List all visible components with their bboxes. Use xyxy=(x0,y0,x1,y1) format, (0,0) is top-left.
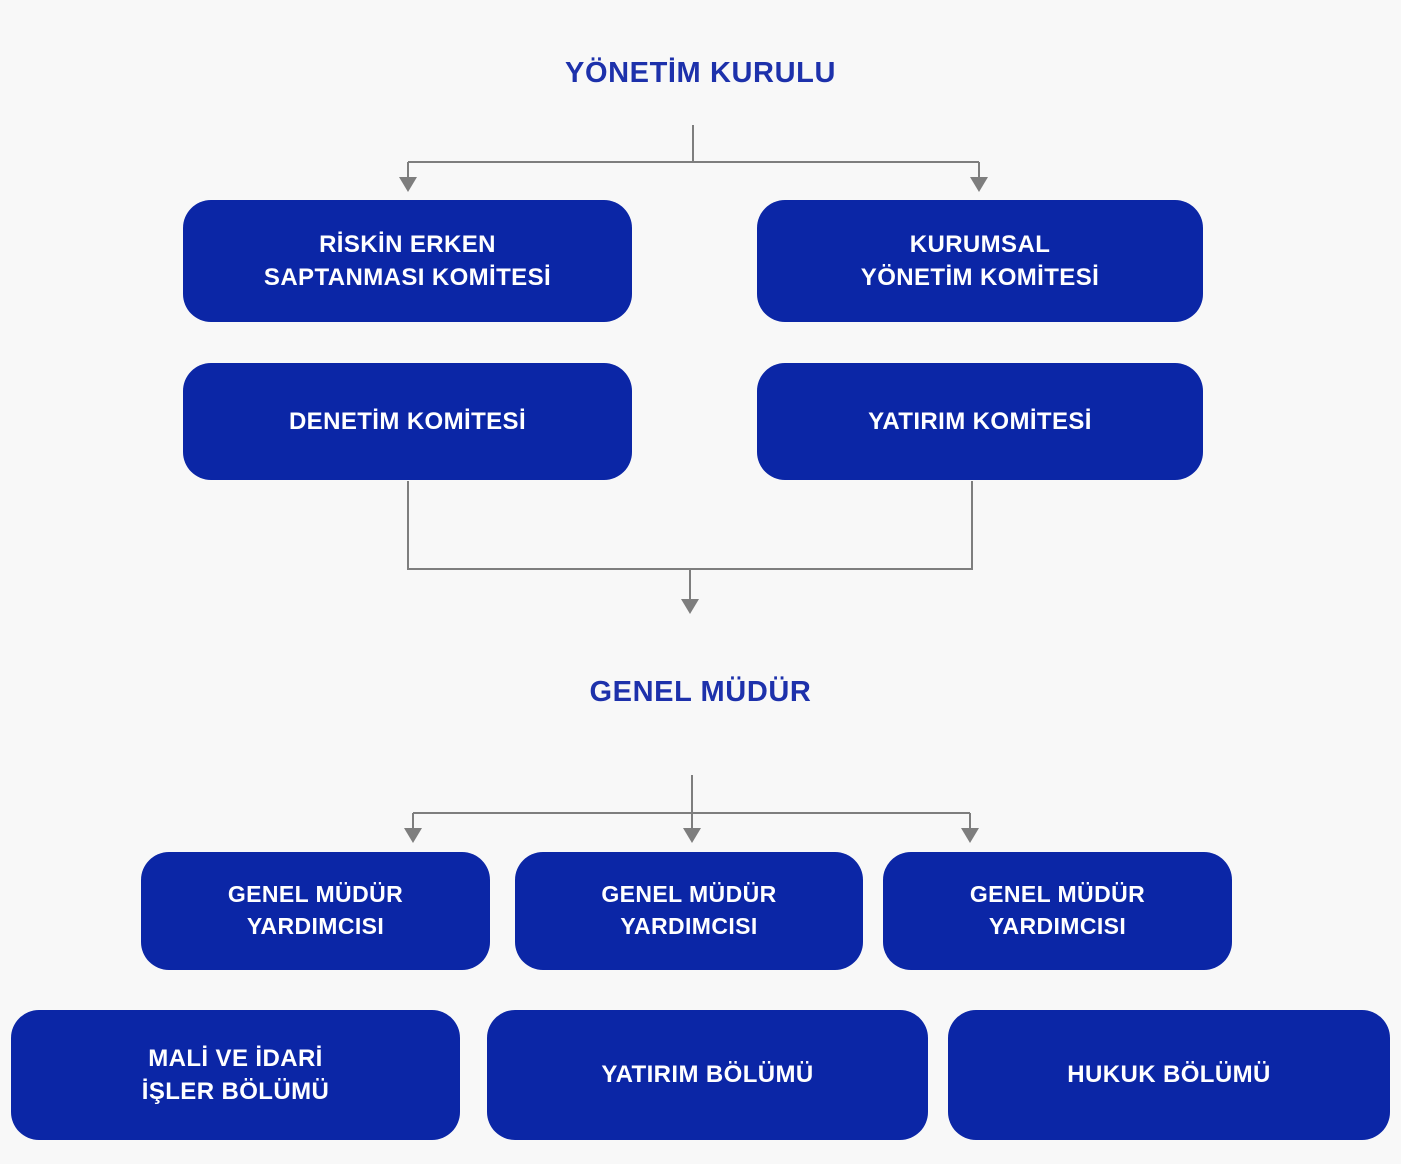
node-label-line: RİSKİN ERKEN xyxy=(319,230,496,258)
node-label-line: YARDIMCISI xyxy=(988,913,1127,939)
node-label-line: GENEL MÜDÜR xyxy=(969,881,1146,908)
node-label-line: MALİ VE İDARİ xyxy=(148,1044,323,1072)
connector-committees-to-gm xyxy=(407,481,973,614)
node-audit-committee: DENETİM KOMİTESİ xyxy=(183,363,632,480)
node-label-line: HUKUK BÖLÜMÜ xyxy=(1067,1061,1271,1089)
arrow-down-icon xyxy=(399,177,417,192)
connector-board-to-committees xyxy=(399,125,988,192)
node-deputy-general-manager-3: GENEL MÜDÜR YARDIMCISI xyxy=(883,852,1232,970)
general-manager-title: GENEL MÜDÜR xyxy=(589,676,812,708)
node-finance-admin-department: MALİ VE İDARİ İŞLER BÖLÜMÜ xyxy=(11,1010,460,1140)
node-label-line: SAPTANMASI KOMİTESİ xyxy=(263,264,552,291)
node-investment-department: YATIRIM BÖLÜMÜ xyxy=(487,1010,928,1140)
arrow-down-icon xyxy=(683,828,701,843)
node-corporate-governance-committee: KURUMSAL YÖNETİM KOMİTESİ xyxy=(757,200,1203,322)
node-label-line: YARDIMCISI xyxy=(246,913,385,939)
arrow-down-icon xyxy=(681,599,699,614)
arrow-down-icon xyxy=(404,828,422,843)
arrow-down-icon xyxy=(961,828,979,843)
board-of-directors-title: YÖNETİM KURULU xyxy=(565,57,836,89)
node-label-line: İŞLER BÖLÜMÜ xyxy=(141,1078,330,1105)
connector-gm-to-deputies xyxy=(404,775,979,843)
node-risk-early-detection-committee: RİSKİN ERKEN SAPTANMASI KOMİTESİ xyxy=(183,200,632,322)
node-investment-committee: YATIRIM KOMİTESİ xyxy=(757,363,1203,480)
node-legal-department: HUKUK BÖLÜMÜ xyxy=(948,1010,1390,1140)
node-deputy-general-manager-1: GENEL MÜDÜR YARDIMCISI xyxy=(141,852,490,970)
node-label-line: YATIRIM KOMİTESİ xyxy=(868,407,1092,435)
node-deputy-general-manager-2: GENEL MÜDÜR YARDIMCISI xyxy=(515,852,863,970)
node-label-line: DENETİM KOMİTESİ xyxy=(288,407,527,435)
node-label-line: YÖNETİM KOMİTESİ xyxy=(860,264,1100,291)
node-label-line: YATIRIM BÖLÜMÜ xyxy=(601,1061,814,1089)
node-label-line: KURUMSAL xyxy=(909,230,1051,258)
node-label-line: YARDIMCISI xyxy=(620,913,758,939)
node-label-line: GENEL MÜDÜR xyxy=(601,881,777,908)
arrow-down-icon xyxy=(970,177,988,192)
node-label-line: GENEL MÜDÜR xyxy=(227,881,404,908)
